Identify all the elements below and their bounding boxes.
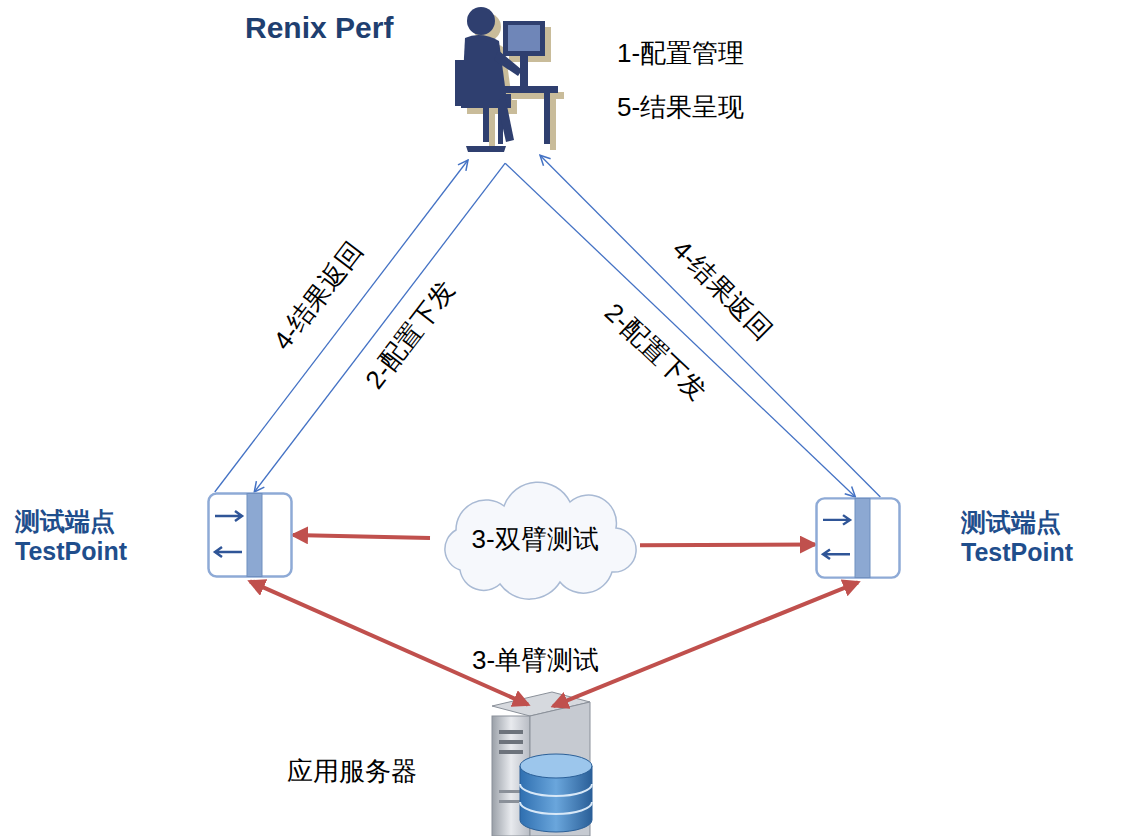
network-cloud: 3-双臂测试 — [430, 488, 640, 592]
illustration-node: Renix Perf — [450, 0, 570, 160]
testpoint-outline — [209, 494, 292, 577]
server-illustration — [492, 692, 592, 836]
edge-label-holder: 4-结果返回 — [263, 232, 373, 361]
node-heading: Renix Perf — [245, 10, 393, 46]
testpoint-bar — [247, 494, 262, 577]
control-arrow — [505, 163, 855, 497]
monitor-screen — [508, 25, 540, 51]
control-arrow — [254, 163, 505, 492]
illustration-node: 应用服务器 — [485, 690, 595, 836]
edge-label-holder: 2-配置下发 — [594, 293, 716, 411]
cloud-label: 3-双臂测试 — [471, 524, 598, 555]
testpoint-outline — [817, 498, 900, 577]
test-traffic-arrow — [640, 543, 815, 548]
test-traffic-arrow — [250, 581, 528, 704]
test-traffic-arrow — [293, 535, 430, 538]
edge-label-holder: 2-配置下发 — [355, 271, 465, 400]
test-traffic-arrow — [553, 582, 858, 706]
operator-figure — [455, 7, 558, 152]
cloud-outline — [445, 482, 636, 599]
edge-label: 4-结果返回 — [265, 233, 371, 359]
step-label: 3-单臂测试 — [468, 643, 603, 678]
edge-label: 4-结果返回 — [664, 231, 781, 348]
step-label: 1-配置管理 — [613, 36, 748, 71]
testpoint-box: 测试端点 TestPoint — [815, 497, 901, 579]
edge-label: 2-配置下发 — [596, 294, 715, 409]
edge-label: 2-配置下发 — [357, 272, 463, 398]
node-heading: 应用服务器 — [287, 756, 417, 787]
edge-label-holder: 4-结果返回 — [662, 230, 782, 350]
control-arrow — [215, 160, 468, 492]
testpoint-shape — [207, 492, 293, 578]
testpoint-bar — [855, 498, 870, 577]
testpoint-shape — [815, 497, 901, 579]
node-heading: 测试端点 TestPoint — [15, 506, 165, 566]
step-label: 5-结果呈现 — [613, 90, 748, 125]
receive-arrow — [215, 547, 242, 557]
send-arrow — [215, 511, 242, 521]
send-arrow — [823, 515, 850, 525]
control-arrow — [540, 155, 880, 497]
node-heading: 测试端点 TestPoint — [961, 507, 1111, 567]
receive-arrow — [823, 549, 850, 559]
testpoint-box: 测试端点 TestPoint — [207, 492, 293, 578]
